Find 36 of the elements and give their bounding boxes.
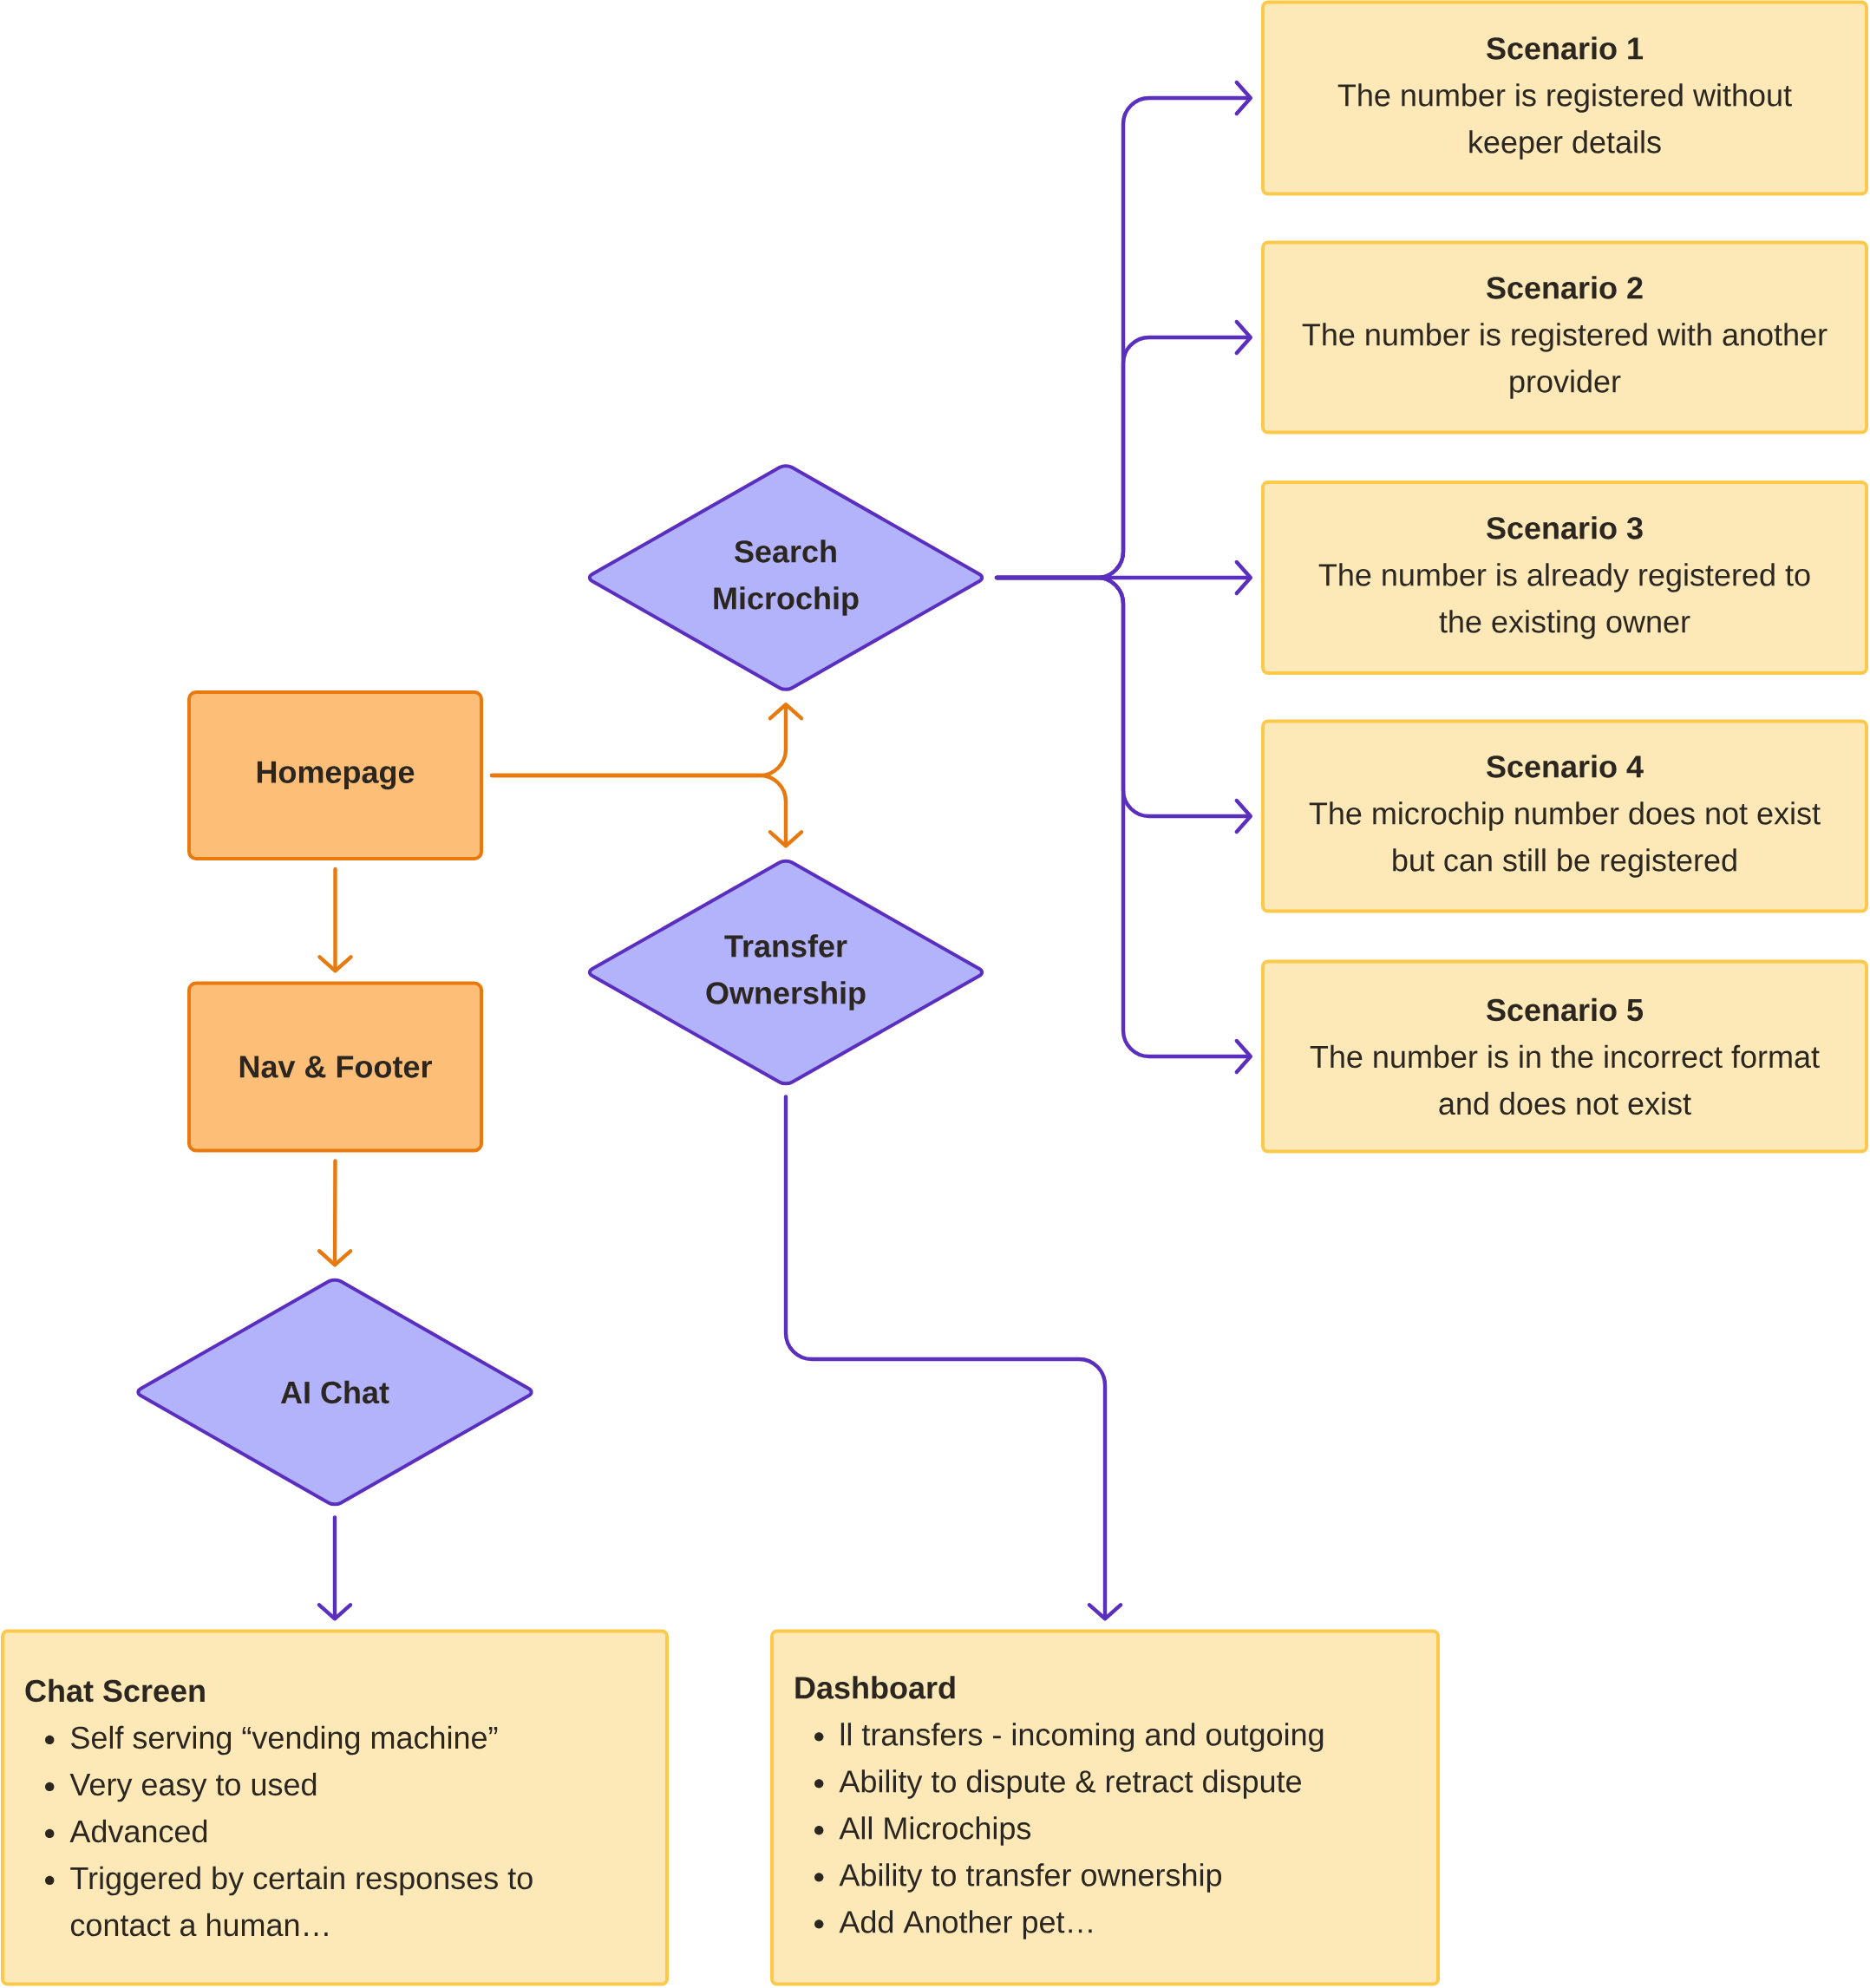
arrow <box>317 1159 353 1267</box>
info-box <box>770 1629 1440 1986</box>
process-box: Nav & Footer <box>187 981 483 1153</box>
box-heading: Dashboard <box>795 1676 955 1699</box>
info-box <box>1261 0 1868 196</box>
arrow <box>317 1515 353 1621</box>
box-text: The number is registered with another provider <box>1302 323 1828 399</box>
box-heading: Scenario 3 <box>1487 516 1643 540</box>
arrow <box>994 575 1252 1075</box>
list-item: Ability to transfer ownership <box>839 1863 1221 1893</box>
box-text: The microchip number does not exist but can still be registered <box>1309 801 1821 878</box>
box-heading: Scenario 4 <box>1487 755 1644 778</box>
info-box <box>1 1629 669 1986</box>
arrow <box>783 1095 1123 1621</box>
list-item: Very easy to used <box>69 1772 317 1802</box>
list-item: Advanced <box>69 1819 207 1843</box>
arrow <box>489 773 804 848</box>
info-box <box>1261 481 1868 675</box>
info-box <box>1261 240 1868 435</box>
list-item: All Microchips <box>839 1816 1031 1846</box>
list-item: ll transfers - incoming and outgoing <box>840 1723 1324 1752</box>
list-item: Triggered by certain responses to contact a human… <box>70 1866 533 1937</box>
list-item: Add Another pet… <box>839 1910 1092 1939</box>
box-heading: Scenario 1 <box>1487 36 1644 60</box>
box-text: The number is in the incorrect format and does not exist <box>1310 1044 1820 1115</box>
box-text: The number is already registered to the existing owner <box>1318 563 1810 639</box>
box-heading: Scenario 2 <box>1487 276 1643 299</box>
box-text: The number is registered without keeper details <box>1337 83 1792 160</box>
box-heading: Scenario 5 <box>1487 997 1644 1022</box>
info-box <box>1261 959 1868 1154</box>
arrow <box>317 866 353 973</box>
process-box: Homepage <box>187 690 483 860</box>
info-box <box>1261 719 1868 913</box>
box-heading: Chat Screen <box>25 1678 205 1703</box>
list-item: Self serving “vending machine” <box>71 1725 498 1756</box>
list-item: Ability to dispute & retract dispute <box>839 1769 1301 1799</box>
